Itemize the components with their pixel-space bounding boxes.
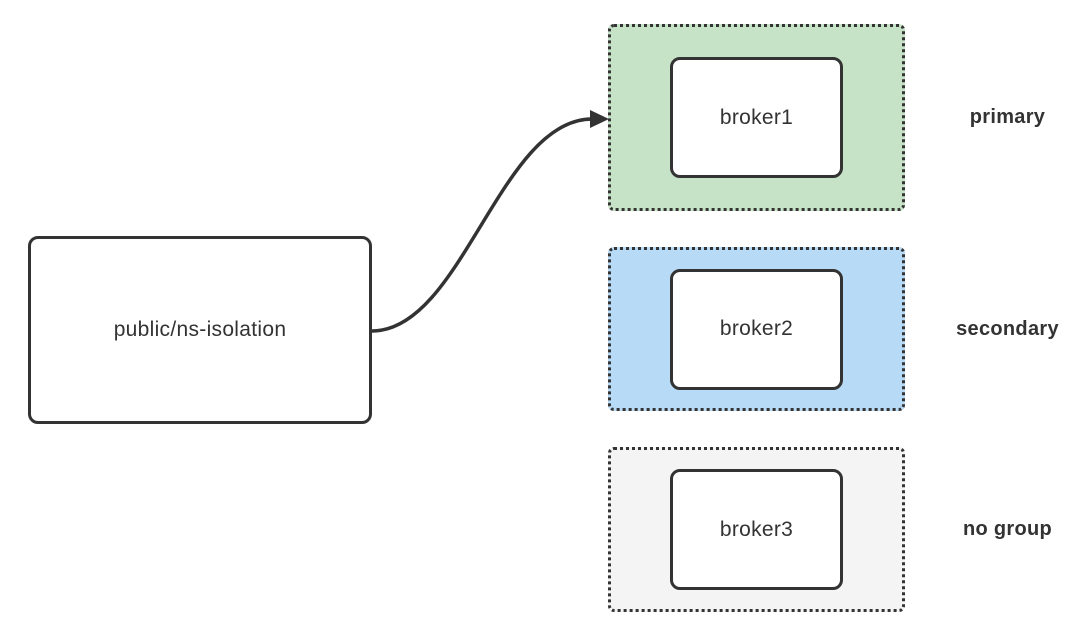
group-secondary: broker2 (608, 247, 905, 411)
broker1-label: broker1 (719, 105, 794, 129)
node-broker3: broker3 (670, 469, 843, 590)
group-label-primary: primary (969, 106, 1046, 128)
group-label-no-group: no group (962, 518, 1053, 540)
group-primary: broker1 (608, 24, 905, 211)
group-label-secondary: secondary (956, 317, 1059, 340)
source-node-label: public/ns-isolation (113, 318, 287, 341)
arrowhead-icon (590, 110, 609, 128)
node-broker2: broker2 (670, 268, 843, 390)
node-public-ns-isolation: public/ns-isolation (28, 236, 372, 424)
broker2-label: broker2 (719, 317, 794, 340)
node-broker1: broker1 (670, 57, 843, 178)
arrow-curve (370, 117, 594, 333)
broker3-label: broker3 (719, 517, 794, 541)
group-no-group: broker3 (608, 447, 905, 612)
